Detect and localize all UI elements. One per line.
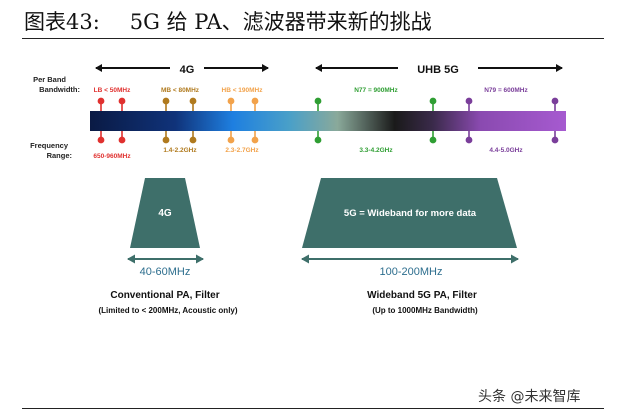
- lte-span-label: 4G: [180, 64, 195, 76]
- band-n77-markers: [314, 97, 437, 144]
- lte-bandwidth-block: [130, 178, 200, 248]
- band-mb-range: 1.4-2.2GHz: [163, 147, 197, 154]
- per-band-label-line1: Per Band: [33, 75, 66, 84]
- figure-heading: 5G 给 PA、滤波器带来新的挑战: [129, 10, 432, 34]
- nr-caption: Wideband 5G PA, Filter: [367, 290, 477, 301]
- footer-divider: [22, 408, 604, 409]
- band-hb-markers: [227, 97, 259, 144]
- watermark: 头条 @未来智库: [478, 389, 581, 405]
- figure-number: 图表43:: [24, 10, 100, 34]
- lte-caption: Conventional PA, Filter: [110, 290, 219, 301]
- band-mb-bandwidth: MB < 80MHz: [161, 87, 200, 94]
- nr-range-label: 100-200MHz: [380, 266, 443, 278]
- nr-block-label: 5G = Wideband for more data: [344, 208, 477, 219]
- band-n79-range: 4.4-5.0GHz: [489, 147, 523, 154]
- lte-block-label: 4G: [158, 208, 172, 219]
- band-hb-bandwidth: HB < 190MHz: [222, 87, 264, 94]
- lte-range-label: 40-60MHz: [140, 266, 191, 278]
- band-mb-markers: [162, 97, 197, 144]
- band-n77-range: 3.3-4.2GHz: [359, 147, 393, 154]
- band-n77-bandwidth: N77 = 900MHz: [354, 87, 398, 94]
- per-band-label-line2: Bandwidth:: [39, 85, 80, 94]
- nr-span-label: UHB 5G: [417, 64, 459, 76]
- band-lb-range: 650-960MHz: [93, 153, 131, 160]
- figure-title: 图表43: 5G 给 PA、滤波器带来新的挑战: [24, 6, 604, 36]
- band-hb-range: 2.3-2.7GHz: [225, 147, 259, 154]
- band-lb-markers: [97, 97, 126, 144]
- spectrum-bar: [90, 111, 566, 131]
- band-n79-markers: [465, 97, 559, 144]
- frequency-label-line1: Frequency: [30, 141, 69, 150]
- nr-bandwidth-block: [302, 178, 517, 248]
- nr-subcaption: (Up to 1000MHz Bandwidth): [372, 306, 478, 315]
- frequency-label-line2: Range:: [47, 151, 72, 160]
- lte-subcaption: (Limited to < 200MHz, Acoustic only): [98, 306, 237, 315]
- band-n79-bandwidth: N79 = 600MHz: [484, 87, 528, 94]
- band-lb-bandwidth: LB < 50MHz: [94, 87, 131, 94]
- title-divider: [22, 38, 604, 39]
